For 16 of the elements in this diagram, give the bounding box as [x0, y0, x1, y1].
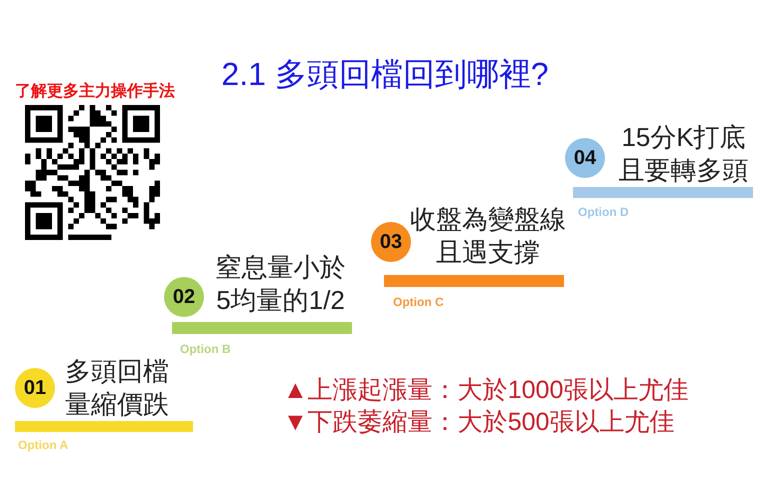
option-label: Option A: [18, 438, 68, 452]
step-description: 窒息量小於5均量的1/2: [214, 251, 347, 317]
step-number-circle: 04: [565, 138, 605, 178]
option-label: Option C: [393, 295, 444, 309]
volume-note: ▲上漲起漲量：大於1000張以上尤佳: [283, 375, 688, 406]
option-label: Option D: [578, 205, 629, 219]
step-number-circle: 02: [164, 277, 204, 317]
diagram-title: 2.1 多頭回檔回到哪裡?: [221, 55, 549, 93]
step-number-circle: 01: [15, 368, 55, 408]
step-number-circle: 03: [371, 222, 411, 262]
step-description: 15分K打底且要轉多頭: [618, 121, 750, 187]
promo-heading: 了解更多主力操作手法: [15, 82, 175, 102]
step-description: 多頭回檔量縮價跌: [64, 355, 170, 421]
option-label: Option B: [180, 342, 231, 356]
volume-note: ▼下跌萎縮量：大於500張以上尤佳: [283, 407, 674, 438]
step-description: 收盤為變盤線且遇支撐: [408, 203, 567, 269]
